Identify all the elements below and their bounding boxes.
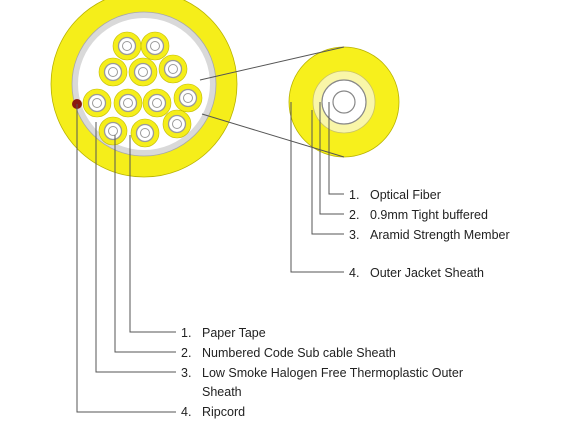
sub-cable-fiber — [152, 98, 162, 108]
sub-cable-fiber — [172, 119, 182, 129]
leader-aramid — [311, 110, 344, 235]
sub-cable-fiber — [108, 67, 118, 77]
label-aramid: Aramid Strength Member — [370, 228, 510, 242]
label-optical-fiber: Optical Fiber — [370, 188, 441, 202]
label-num: 3. — [349, 228, 359, 242]
sub-cable-fiber — [123, 98, 133, 108]
sub-cable-fiber — [108, 126, 118, 136]
sub-cable-labels: 1. Optical Fiber 2. 0.9mm Tight buffered… — [349, 188, 510, 280]
label-outer-sheath: Low Smoke Halogen Free Thermoplastic Out… — [202, 366, 463, 380]
main-cable — [50, 0, 238, 178]
sub-cable-fiber — [183, 93, 193, 103]
label-num: 4. — [349, 266, 359, 280]
sub-cable-fiber — [138, 67, 148, 77]
label-sub-sheath: Numbered Code Sub cable Sheath — [202, 346, 396, 360]
sub-cable-fiber — [150, 41, 160, 51]
sub-cable-leaders — [290, 102, 344, 273]
label-num: 4. — [181, 405, 191, 419]
sub-cable-fiber — [140, 128, 150, 138]
main-cable-leaders — [76, 104, 176, 413]
label-outer-jacket: Outer Jacket Sheath — [370, 266, 484, 280]
label-paper-tape: Paper Tape — [202, 326, 266, 340]
sub-optical-fiber — [332, 90, 356, 114]
label-num: 2. — [181, 346, 191, 360]
sub-cable-fiber — [168, 64, 178, 74]
label-tight-buffer: 0.9mm Tight buffered — [370, 208, 488, 222]
label-num: 2. — [349, 208, 359, 222]
label-num: 3. — [181, 366, 191, 380]
sub-cable-fiber — [92, 98, 102, 108]
sub-cable-fiber — [122, 41, 132, 51]
sub-cable-group — [82, 31, 203, 148]
label-ripcord: Ripcord — [202, 405, 245, 419]
leader-paper-tape — [129, 135, 176, 333]
label-num: 1. — [349, 188, 359, 202]
main-cable-labels: 1. Paper Tape 2. Numbered Code Sub cable… — [181, 326, 463, 419]
leader-sub-sheath — [114, 135, 176, 353]
leader-outer-jacket — [290, 102, 344, 273]
leader-ripcord — [76, 104, 176, 413]
label-outer-sheath-line2: Sheath — [202, 385, 242, 399]
leader-optical-fiber — [328, 102, 344, 195]
sub-cable-detail — [288, 46, 400, 158]
leader-outer-sheath — [95, 122, 176, 373]
label-num: 1. — [181, 326, 191, 340]
magnify-line-top — [199, 46, 345, 81]
leader-tight-buffer — [319, 102, 344, 215]
